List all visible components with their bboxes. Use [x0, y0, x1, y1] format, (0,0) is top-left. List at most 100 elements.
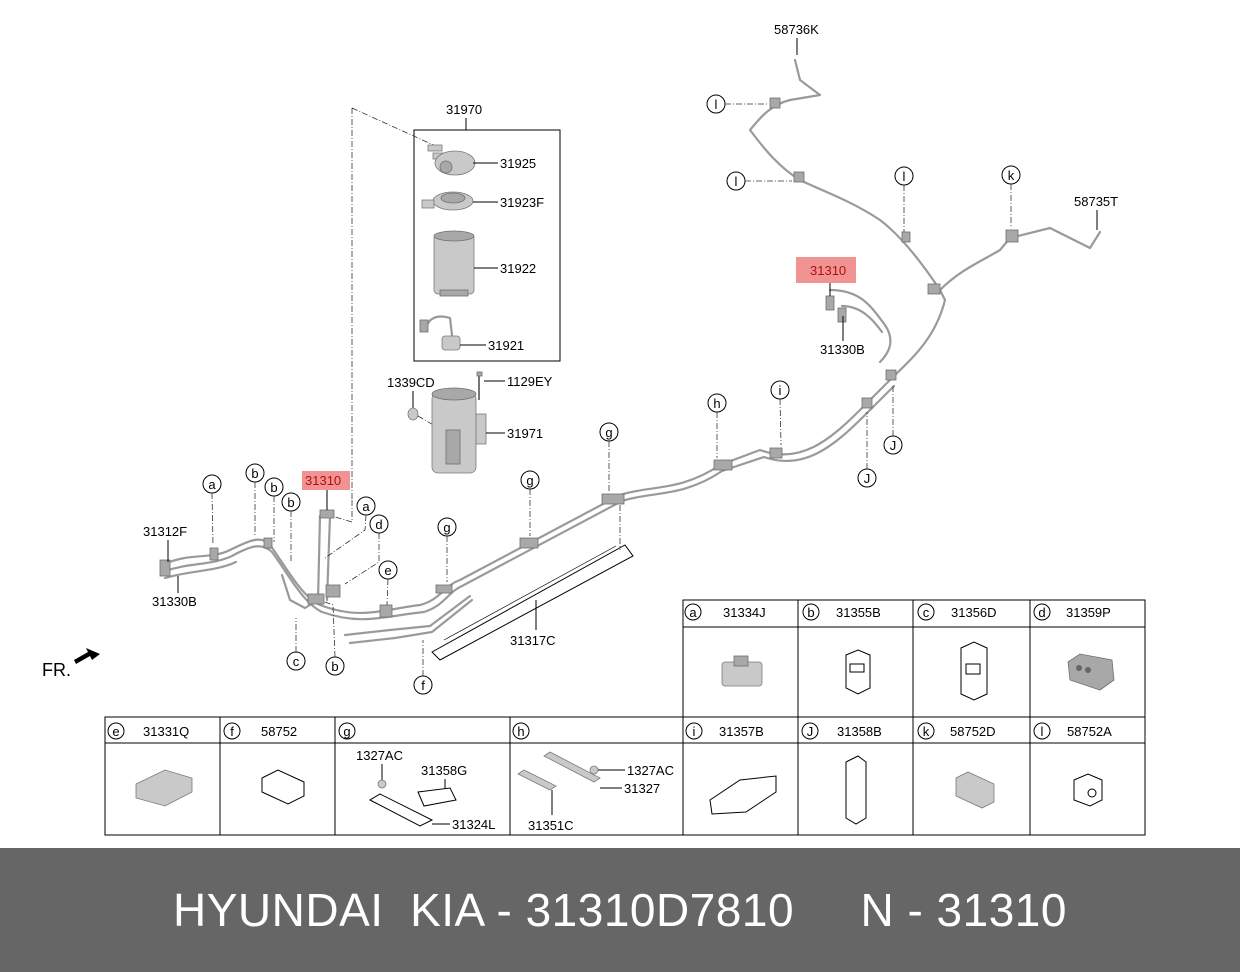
svg-text:l: l: [903, 169, 906, 184]
callout-a: a: [202, 474, 222, 494]
part-label-31923F: 31923F: [500, 195, 544, 210]
fuel-line-bundle: [159, 58, 1102, 645]
svg-text:i: i: [779, 383, 782, 398]
svg-text:e: e: [384, 563, 391, 578]
svg-text:31327: 31327: [624, 781, 660, 796]
svg-text:58752D: 58752D: [950, 724, 996, 739]
callout-c: c: [286, 651, 306, 671]
callout-l: l: [726, 171, 746, 191]
svg-text:f: f: [421, 678, 425, 693]
svg-text:31324L: 31324L: [452, 817, 495, 832]
clip-c-icon: [960, 641, 988, 701]
front-label: FR.: [42, 660, 71, 680]
svg-text:d: d: [1038, 605, 1045, 620]
part-label-31971: 31971: [507, 426, 543, 441]
svg-text:l: l: [715, 97, 718, 112]
svg-text:b: b: [331, 659, 338, 674]
rail-part: 31317C: [431, 544, 634, 661]
part-label-31312F: 31312F: [143, 524, 187, 539]
svg-text:31357B: 31357B: [719, 724, 764, 739]
legend-cell-k: k 58752D: [917, 722, 996, 809]
callouts: a a b b b b c d e f g g g h i: [202, 94, 1021, 695]
clip-l-icon: [1073, 773, 1103, 807]
legend-cell-c: c 31356D: [917, 603, 997, 701]
bracket-icon: [431, 387, 487, 474]
svg-text:k: k: [1008, 168, 1015, 183]
legend-cell-f: f 58752: [223, 722, 305, 805]
filter-cartridge-icon: [433, 230, 475, 297]
svg-text:a: a: [689, 605, 697, 620]
part-label-31921: 31921: [488, 338, 524, 353]
part-label-31925: 31925: [500, 156, 536, 171]
svg-text:g: g: [343, 724, 350, 739]
svg-text:31358G: 31358G: [421, 763, 467, 778]
part-label-58735T: 58735T: [1074, 194, 1118, 209]
svg-text:e: e: [112, 724, 119, 739]
svg-text:31331Q: 31331Q: [143, 724, 189, 739]
legend-cell-b: b 31355B: [802, 603, 881, 695]
svg-text:31310: 31310: [810, 263, 846, 278]
callout-d: d: [369, 514, 389, 534]
legend-cell-J: J 31358B: [801, 722, 882, 825]
svg-text:b: b: [807, 605, 814, 620]
clip-e-icon: [135, 769, 193, 807]
callout-k: k: [1001, 165, 1021, 185]
callout-g: g: [599, 422, 619, 442]
svg-text:k: k: [923, 724, 930, 739]
svg-text:c: c: [293, 654, 300, 669]
callout-b: b: [325, 656, 345, 676]
part-number-banner: HYUNDAI KIA - 31310D7810 N - 31310: [0, 848, 1240, 972]
svg-text:J: J: [807, 724, 814, 739]
svg-text:c: c: [923, 605, 930, 620]
svg-text:g: g: [605, 425, 612, 440]
part-label-1129EY: 1129EY: [507, 374, 553, 389]
svg-text:h: h: [517, 724, 524, 739]
callout-e: e: [378, 560, 398, 580]
legend-cell-h: h 1327AC 31327 31351C: [512, 722, 674, 833]
legend-cell-i: i 31357B: [685, 722, 777, 815]
legend-cell-g: g 1327AC 31358G 31324L: [338, 722, 495, 832]
banner-text: HYUNDAI KIA - 31310D7810 N - 31310: [173, 884, 1067, 936]
svg-text:l: l: [735, 174, 738, 189]
callout-J: J: [883, 435, 903, 455]
part-label-31330B-lower: 31330B: [152, 594, 197, 609]
svg-text:b: b: [287, 495, 294, 510]
svg-text:31351C: 31351C: [528, 818, 574, 833]
callout-J: J: [857, 468, 877, 488]
callout-b: b: [281, 492, 301, 512]
clip-i-icon: [709, 775, 777, 815]
callout-l: l: [706, 94, 726, 114]
callout-b: b: [264, 477, 284, 497]
clip-d-icon: [1067, 653, 1115, 691]
legend-table: a 31334J b 31355B c 31356D d 31359P: [104, 599, 1146, 836]
callout-g: g: [520, 470, 540, 490]
svg-text:g: g: [526, 473, 533, 488]
legend-cell-l: l 58752A: [1033, 722, 1112, 807]
clip-k-icon: [955, 771, 995, 809]
assembly-label: 31970: [446, 102, 482, 117]
clip-b-icon: [845, 649, 871, 695]
svg-text:31359P: 31359P: [1066, 605, 1111, 620]
svg-text:f: f: [230, 724, 234, 739]
legend-cell-a: a 31334J: [684, 603, 766, 687]
clip-f-icon: [261, 769, 305, 805]
callout-i: i: [770, 380, 790, 400]
washer-icon: [407, 407, 419, 421]
svg-text:a: a: [208, 477, 216, 492]
svg-text:g: g: [443, 520, 450, 535]
svg-text:31356D: 31356D: [951, 605, 997, 620]
callout-b: b: [245, 463, 265, 483]
clip-J-icon: [845, 755, 867, 825]
legend-cell-d: d 31359P: [1033, 603, 1115, 691]
svg-text:31310: 31310: [305, 473, 341, 488]
svg-text:58752: 58752: [261, 724, 297, 739]
svg-text:31334J: 31334J: [723, 605, 766, 620]
svg-text:a: a: [362, 499, 370, 514]
svg-text:i: i: [693, 724, 696, 739]
svg-text:b: b: [251, 466, 258, 481]
svg-text:1327AC: 1327AC: [356, 748, 403, 763]
svg-text:b: b: [270, 480, 277, 495]
svg-text:J: J: [890, 438, 897, 453]
svg-text:l: l: [1041, 724, 1044, 739]
callout-h: h: [707, 393, 727, 413]
